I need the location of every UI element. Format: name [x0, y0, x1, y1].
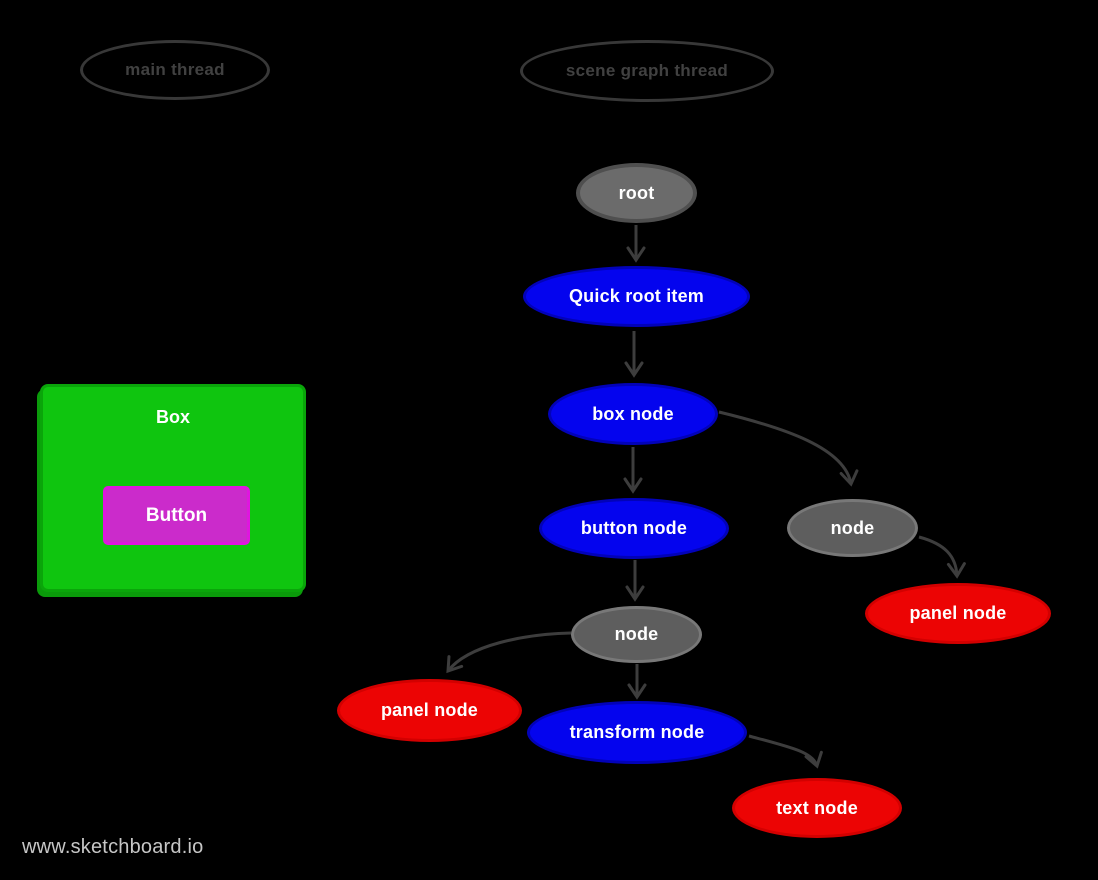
edge-box-node-to-node-a — [718, 410, 859, 487]
node-label: box node — [592, 403, 674, 424]
edge-node-a-to-panel-node-a — [918, 535, 966, 579]
button-shape[interactable]: Button — [103, 486, 250, 545]
graph-node-button-node[interactable]: button node — [539, 498, 729, 559]
graph-node-node-a[interactable]: node — [787, 499, 918, 557]
graph-node-panel-node-b[interactable]: panel node — [337, 679, 522, 742]
graph-node-quick-root-item[interactable]: Quick root item — [523, 266, 750, 327]
edge-node-b-to-panel-node-b — [446, 631, 572, 674]
button-shape-label: Button — [145, 504, 208, 526]
node-label: transform node — [569, 722, 705, 742]
main-thread-label: main thread — [125, 60, 225, 79]
node-label: node — [614, 624, 659, 644]
node-label: root — [618, 182, 655, 203]
box-shape-label: Box — [155, 407, 190, 427]
node-label: panel node — [380, 700, 478, 720]
edge-transform-node-to-text-node — [748, 734, 823, 769]
sketchboard-watermark: www.sketchboard.io — [22, 836, 204, 858]
graph-node-panel-node-a[interactable]: panel node — [865, 583, 1051, 644]
box-shape[interactable]: Box Button — [40, 384, 306, 592]
graph-node-root[interactable]: root — [576, 163, 697, 223]
graph-node-box-node[interactable]: box node — [548, 383, 718, 445]
node-label: Quick root item — [568, 286, 705, 306]
main-thread-ellipse[interactable]: main thread — [80, 40, 270, 100]
node-label: button node — [580, 518, 688, 538]
graph-node-text-node[interactable]: text node — [732, 778, 902, 838]
node-label: text node — [776, 797, 858, 818]
graph-node-node-b[interactable]: node — [571, 606, 702, 663]
node-label: node — [830, 517, 875, 538]
scene-graph-thread-ellipse[interactable]: scene graph thread — [520, 40, 774, 102]
node-label: panel node — [909, 603, 1007, 623]
graph-node-transform-node[interactable]: transform node — [527, 701, 747, 764]
scene-graph-thread-label: scene graph thread — [565, 61, 729, 80]
